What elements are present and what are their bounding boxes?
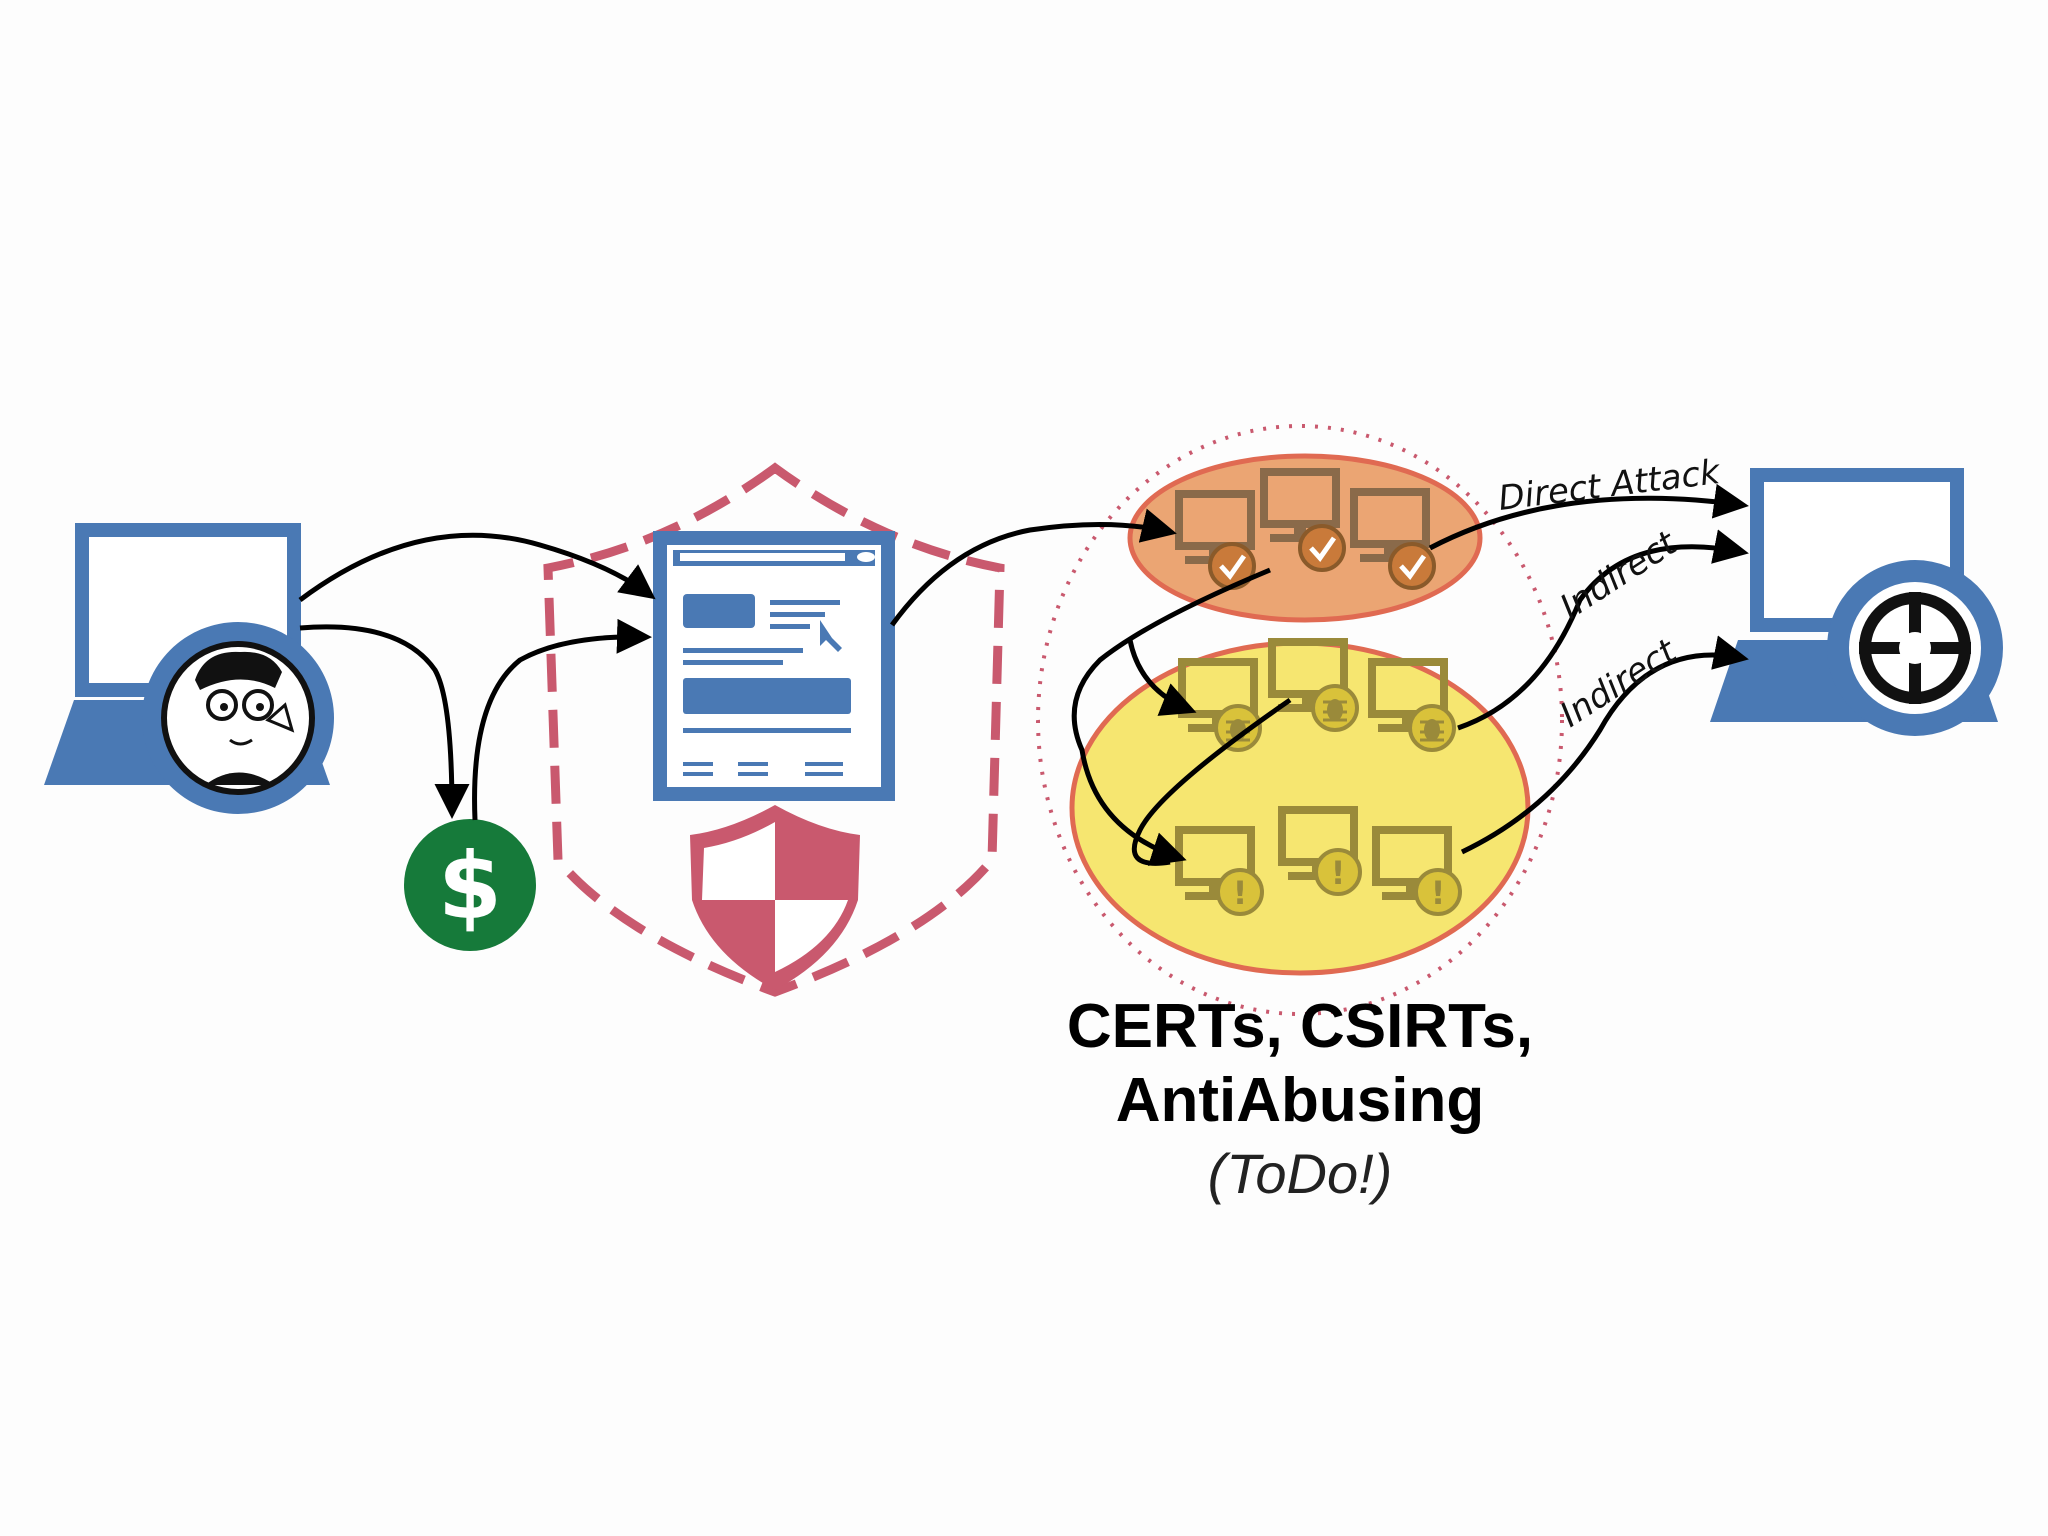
warning-hosts-icon: ! ! ! bbox=[1179, 810, 1462, 916]
check-badge-icon bbox=[1388, 542, 1436, 590]
svg-text:!: ! bbox=[1331, 854, 1346, 892]
cursor-icon bbox=[820, 620, 842, 652]
webpage-icon bbox=[653, 531, 895, 801]
dotted-boundary bbox=[1036, 424, 1564, 1016]
security-shield-icon bbox=[690, 805, 860, 990]
responders-caption: CERTs, CSIRTs, AntiAbusing (ToDo!) bbox=[900, 990, 1700, 1210]
indirect-label-lower: Indirect bbox=[1553, 631, 1685, 736]
indirect-label-upper: Indirect bbox=[1553, 523, 1685, 628]
arrow-attacker-to-website bbox=[298, 532, 656, 603]
arrow-website-to-hosts bbox=[889, 508, 1177, 627]
check-badge-icon bbox=[1298, 524, 1346, 572]
arrow-compromised-to-infected bbox=[1071, 567, 1271, 866]
arrow-attacker-to-payment bbox=[299, 624, 470, 819]
bug-badge-icon bbox=[1408, 704, 1456, 752]
arrow-indirect-2 bbox=[1460, 635, 1749, 855]
connection-arrows bbox=[298, 483, 1749, 866]
warning-badge-icon: ! bbox=[1216, 868, 1264, 916]
direct-attack-label: Direct Attack bbox=[1496, 452, 1723, 519]
svg-text:$: $ bbox=[438, 833, 502, 940]
caption-line-1: CERTs, CSIRTs, bbox=[1066, 992, 1534, 1061]
protective-shield-outline bbox=[543, 462, 1005, 997]
arrow-direct-attack bbox=[1428, 483, 1749, 551]
arrow-payment-to-website bbox=[472, 618, 652, 821]
caption-note: (ToDo!) bbox=[1207, 1142, 1393, 1205]
warning-badge-icon: ! bbox=[1414, 868, 1462, 916]
arrow-indirect-1 bbox=[1457, 529, 1749, 731]
compromised-hosts-icon bbox=[1179, 472, 1436, 590]
infected-hosts-icon bbox=[1182, 642, 1456, 752]
attacker-laptop-icon bbox=[44, 523, 334, 814]
warning-badge-icon: ! bbox=[1314, 848, 1362, 896]
caption-line-2: AntiAbusing bbox=[1115, 1066, 1485, 1135]
svg-text:!: ! bbox=[1431, 874, 1446, 912]
dollar-coin-icon: $ bbox=[404, 819, 536, 951]
bug-badge-icon bbox=[1311, 684, 1359, 732]
user-avatar-icon bbox=[195, 651, 295, 785]
crosshair-icon bbox=[1859, 592, 1971, 704]
arrow-curve-orange-left bbox=[1127, 639, 1197, 716]
arrow-infected-to-warning bbox=[1131, 697, 1292, 866]
svg-text:!: ! bbox=[1233, 874, 1248, 912]
target-laptop-icon bbox=[1710, 468, 2003, 736]
